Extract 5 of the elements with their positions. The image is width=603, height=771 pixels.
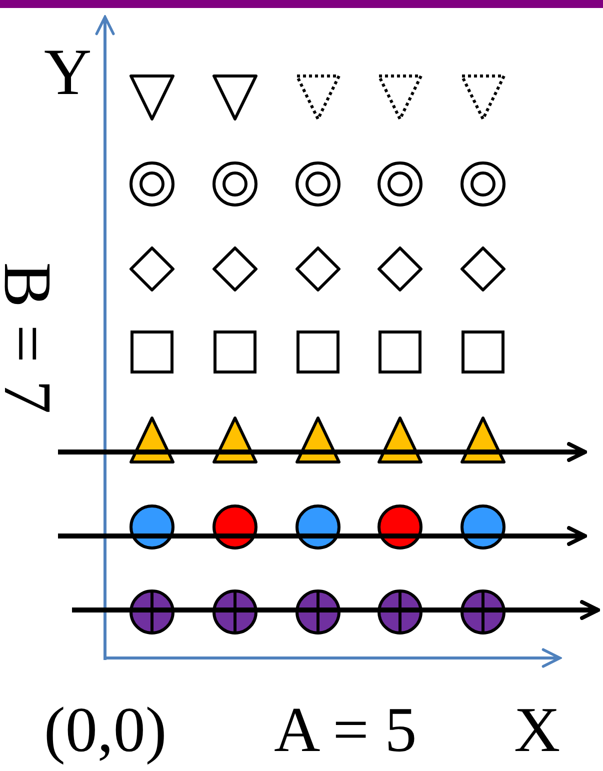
dimension-label: A = 5 [274, 698, 417, 762]
origin-label: (0,0) [44, 698, 167, 762]
axis-label: X [514, 698, 560, 762]
dimension-label: B = 7 [0, 262, 62, 414]
axis-label: Y [44, 40, 92, 106]
